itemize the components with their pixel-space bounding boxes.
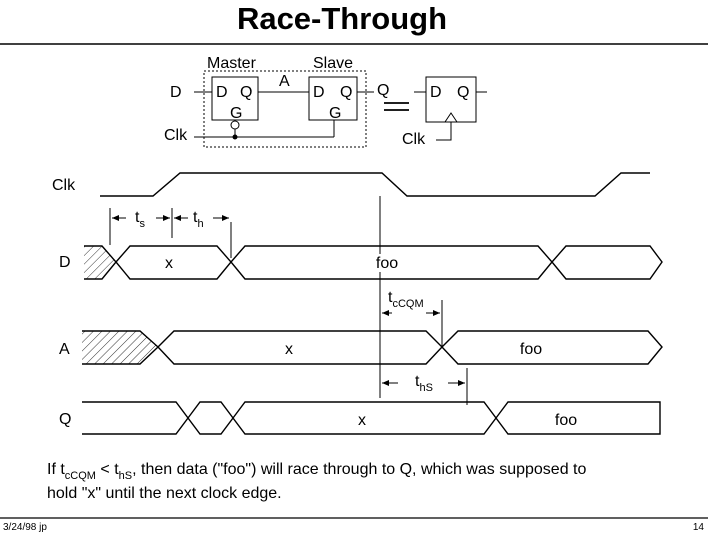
a-signal-label: A (59, 341, 70, 358)
a-x-label: x (285, 341, 293, 358)
slave-latch (308, 76, 358, 121)
master-label: Master (207, 55, 257, 72)
q-leading-edge (82, 401, 189, 435)
latch-schematic: Master Slave D Q G D Q G D A Q Clk D Q (164, 55, 487, 148)
clk-input-label: Clk (164, 127, 188, 144)
node-a-label: A (279, 73, 290, 90)
a-foo-hatched-bus (441, 330, 663, 365)
q-foo-label: foo (555, 412, 577, 429)
d-input-label: D (170, 84, 182, 101)
slave-q-pin: Q (340, 84, 352, 101)
slave-label: Slave (313, 55, 353, 72)
q-foo-hatched-bus (495, 401, 661, 435)
q-foo-label-bg (548, 410, 584, 428)
d-x-label: x (165, 255, 173, 272)
slave-g-pin: G (329, 105, 341, 122)
d-signal-label: D (59, 254, 71, 271)
timing-diagram: Clk D A Q ts th x foo (52, 172, 663, 435)
clk-junction-dot (232, 134, 238, 140)
a-foo-label: foo (520, 341, 542, 358)
master-latch (211, 76, 259, 121)
d-x-label-bg (158, 254, 180, 272)
d-hatched-invalid-1 (84, 246, 116, 279)
d-foo-label: foo (376, 255, 398, 272)
a-foo-label-bg (513, 339, 549, 357)
master-clock-inversion-bubble (230, 120, 240, 130)
flip-flop-q-pin: Q (457, 84, 469, 101)
master-q-pin: Q (240, 84, 252, 101)
slide-title: Race-Through (237, 1, 447, 36)
d-waveform: x foo (84, 245, 663, 280)
flip-flop-d-pin: D (430, 84, 442, 101)
q-x-label: x (358, 412, 366, 429)
q-signal-label: Q (59, 411, 71, 428)
d-next-bus (551, 245, 663, 280)
flip-flop-clk-wire (436, 122, 452, 141)
clock-edge-triangle-icon (444, 112, 458, 123)
flip-flop-clk-label: Clk (402, 131, 426, 148)
footer-date: 3/24/98 jp (3, 522, 47, 533)
slave-hold-time-label: thS (415, 373, 433, 394)
setup-time-label: ts (135, 209, 145, 230)
clk-signal-label: Clk (52, 177, 76, 194)
d-foo-label-bg (370, 254, 404, 272)
page-number: 14 (693, 522, 705, 533)
q-output-label: Q (377, 82, 389, 99)
hold-time-label: th (193, 209, 204, 230)
q-hatched-invalid (187, 401, 234, 435)
a-waveform: x foo (82, 330, 663, 365)
clk-waveform (100, 172, 650, 197)
a-x-label-bg (278, 339, 300, 357)
slave-d-pin: D (313, 84, 325, 101)
d-leading-edge (84, 245, 117, 280)
caption-line-2: hold "x" until the next clock edge. (47, 485, 282, 502)
q-waveform: x foo (82, 401, 661, 435)
master-d-pin: D (216, 84, 228, 101)
master-g-pin: G (230, 105, 242, 122)
clock-to-q-master-label: tcCQM (388, 289, 424, 310)
master-slave-boundary (203, 70, 367, 148)
q-x-label-bg (351, 410, 373, 428)
a-hatched-invalid (82, 331, 158, 364)
caption-line-1: If tcCQM < thS, then data ("foo") will r… (47, 461, 586, 482)
